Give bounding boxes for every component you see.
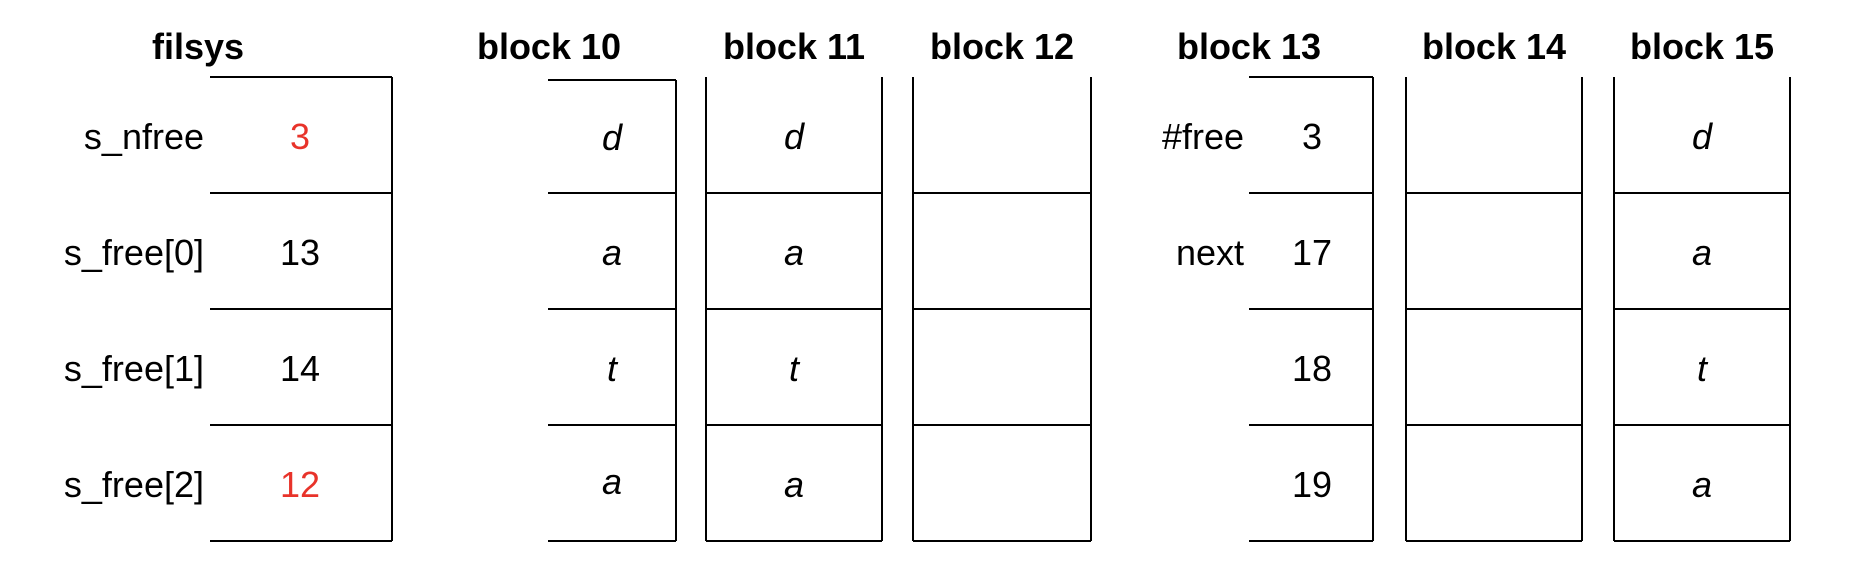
block-14-frame (1405, 77, 1583, 542)
filsys-value-s-free-2: 12 (279, 464, 321, 505)
block-15-title: block 15 (1629, 26, 1775, 67)
filsys-label-s-free-0: s_free[0] (63, 232, 204, 273)
block-13-cell: 3 (1301, 116, 1323, 157)
block-11-title: block 11 (722, 26, 866, 67)
block-11-cell: d (783, 116, 805, 157)
block-13-cell: 18 (1291, 348, 1333, 389)
block-13-cell: 17 (1291, 232, 1333, 273)
filsys-value-s-free-1: 14 (279, 348, 321, 389)
block-15-cell: a (1691, 464, 1713, 505)
block-11-frame (705, 77, 883, 542)
filsys-label-s-nfree: s_nfree (83, 116, 204, 157)
block-15-cell: t (1696, 348, 1707, 389)
block-15-cell: a (1691, 232, 1713, 273)
block-13-title: block 13 (1176, 26, 1322, 67)
block-12-frame (912, 77, 1092, 542)
block-10-cell: d (601, 117, 623, 158)
block-10-title: block 10 (476, 26, 622, 67)
block-13-label-free: #free (1161, 116, 1244, 157)
filsys-frame (210, 76, 393, 542)
block-11-cell: t (788, 348, 799, 389)
block-10-cell: a (601, 232, 623, 273)
block-13-label-next: next (1175, 232, 1244, 273)
block-15-frame (1613, 77, 1791, 542)
filsys-label-s-free-2: s_free[2] (63, 464, 204, 505)
block-13-cell: 19 (1291, 464, 1333, 505)
filsys-title: filsys (151, 26, 245, 67)
filsys-value-s-free-0: 13 (279, 232, 321, 273)
filsys-label-s-free-1: s_free[1] (63, 348, 204, 389)
block-13-frame (1249, 76, 1374, 542)
block-10-cell: a (601, 461, 623, 502)
block-11-cell: a (783, 464, 805, 505)
block-12-title: block 12 (929, 26, 1075, 67)
block-10-frame (548, 79, 677, 542)
block-14-title: block 14 (1421, 26, 1567, 67)
block-15-cell: d (1691, 116, 1713, 157)
filsys-value-s-nfree: 3 (289, 116, 311, 157)
block-11-cell: a (783, 232, 805, 273)
block-10-cell: t (606, 348, 617, 389)
